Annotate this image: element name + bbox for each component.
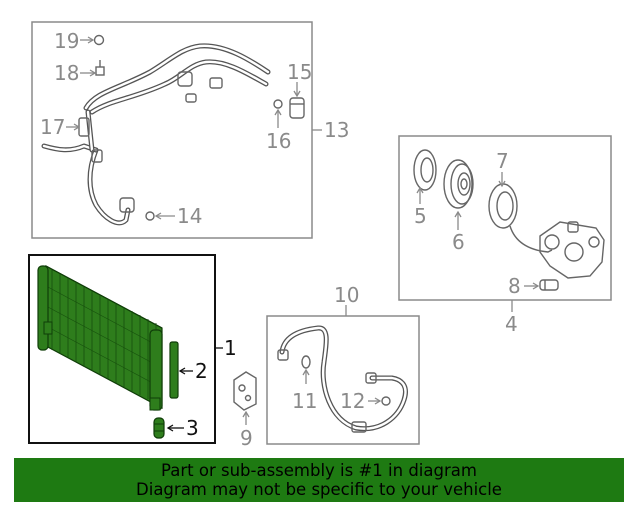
receiver-drier-2-drawing: [169, 341, 179, 399]
callout-9: 9: [240, 426, 253, 450]
callout-14: 14: [177, 204, 202, 228]
callout-3: 3: [186, 416, 199, 440]
group-1-condenser: 1 2 3: [28, 254, 237, 444]
banner-line-2: Diagram may not be specific to your vehi…: [136, 480, 502, 499]
callout-8: 8: [508, 274, 521, 298]
callout-16: 16: [266, 129, 291, 153]
group-13-line-assembly: 19 18 17 14 15 16 13: [31, 21, 349, 239]
cap-15-drawing: [289, 97, 305, 119]
callout-19: 19: [54, 29, 79, 53]
o-ring-12-drawing: [381, 396, 391, 406]
banner-line-1: Part or sub-assembly is #1 in diagram: [161, 461, 477, 480]
group-10-liquid-line: 10 11 12: [266, 283, 420, 445]
callout-11: 11: [292, 389, 317, 413]
o-ring-11-drawing: [301, 355, 311, 369]
pressure-plate-5-drawing: [413, 149, 437, 191]
callout-5: 5: [414, 204, 427, 228]
callout-17: 17: [40, 115, 65, 139]
callout-1: 1: [224, 336, 237, 360]
bracket-9-drawing: [233, 371, 257, 411]
callout-13: 13: [324, 118, 349, 142]
condenser-1-drawing: [37, 264, 163, 411]
o-ring-16-drawing: [273, 99, 283, 109]
o-ring-14-drawing: [145, 211, 155, 221]
notice-banner: Part or sub-assembly is #1 in diagram Di…: [14, 458, 624, 502]
field-coil-7-drawing: [488, 183, 553, 253]
group-4-box: [398, 135, 612, 301]
cap-3-drawing: [153, 417, 165, 439]
relief-valve-8-drawing: [539, 279, 559, 291]
callout-2: 2: [195, 359, 208, 383]
callout-4: 4: [505, 312, 518, 336]
callout-18: 18: [54, 61, 79, 85]
compressor-body-drawing: [539, 221, 605, 279]
callout-15: 15: [287, 60, 312, 84]
bracket-9: 9: [233, 371, 257, 450]
pulley-6-drawing: [443, 159, 474, 209]
o-ring-19-drawing: [93, 34, 105, 46]
callout-10: 10: [334, 283, 359, 307]
callout-7: 7: [496, 149, 509, 173]
callout-12: 12: [340, 389, 365, 413]
liquid-tube-drawing: [277, 325, 408, 433]
bolt-18-drawing: [95, 60, 105, 76]
group-4-compressor: 5 6 7 8 4: [398, 135, 612, 336]
callout-6: 6: [452, 230, 465, 254]
